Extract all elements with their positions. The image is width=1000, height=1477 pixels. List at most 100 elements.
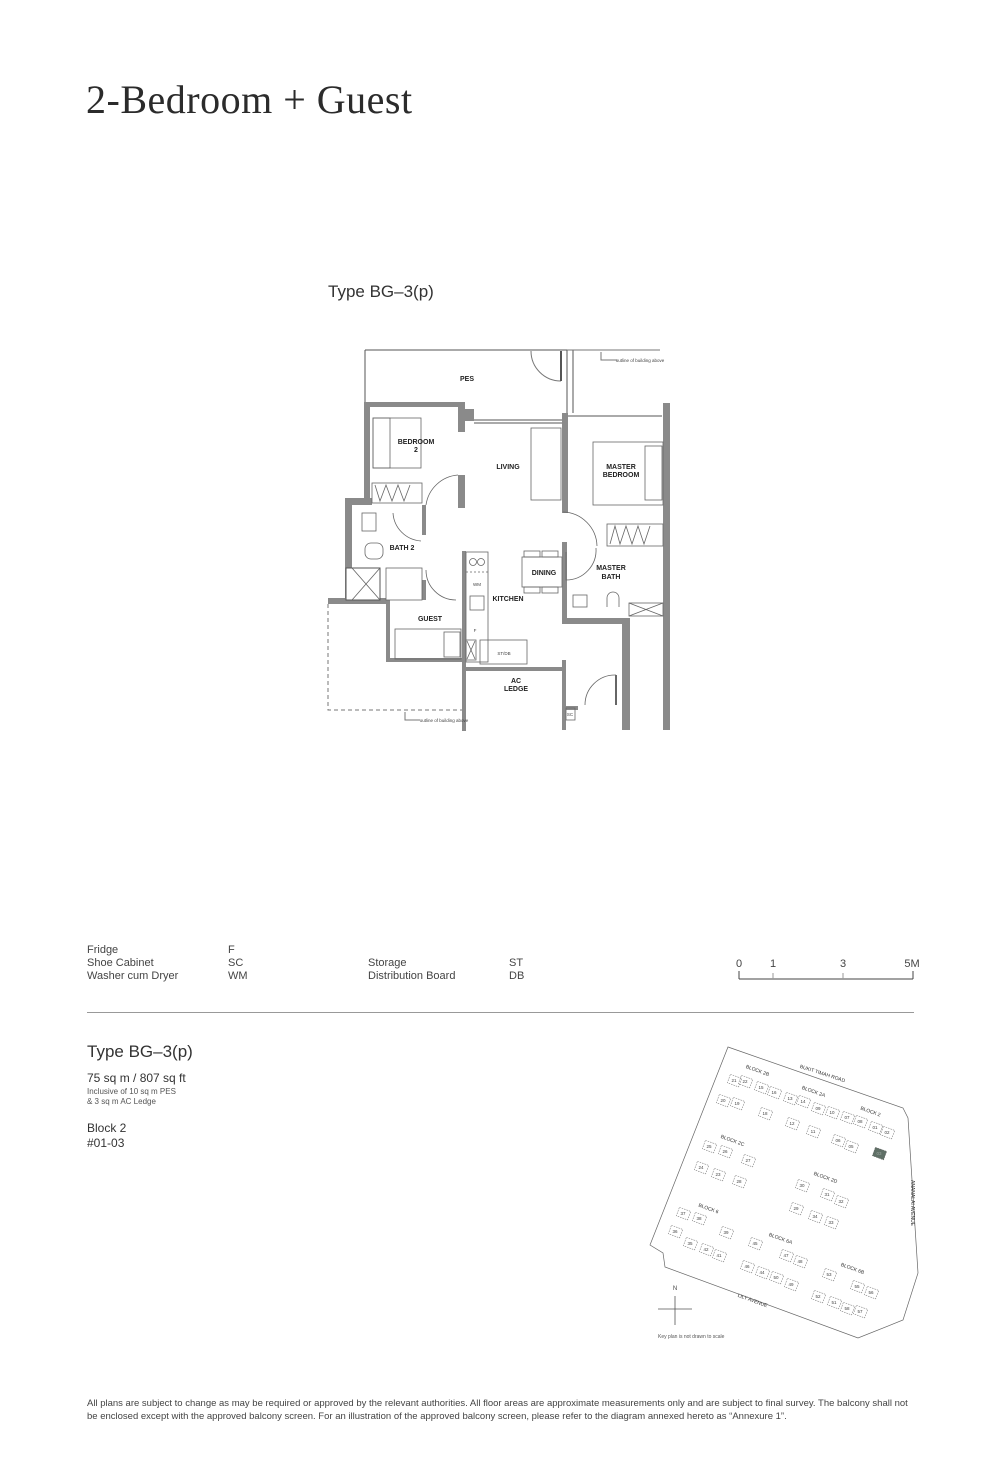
unit-outline bbox=[683, 1236, 699, 1251]
unit-number-label: 36 bbox=[672, 1229, 678, 1234]
unit-number-label: 35 bbox=[687, 1241, 693, 1246]
unit-location: Block 2 #01-03 bbox=[87, 1121, 126, 1151]
unit-number-label: 13 bbox=[787, 1096, 793, 1101]
legend-item: Washer cum Dryer bbox=[87, 970, 179, 982]
unit-outline bbox=[755, 1265, 771, 1280]
unit-outline bbox=[850, 1279, 866, 1294]
unit-number-label: 09 bbox=[815, 1106, 821, 1111]
unit-number: #01-03 bbox=[87, 1136, 125, 1150]
unit-number-label: 19 bbox=[734, 1101, 740, 1106]
building-above-dashed bbox=[327, 604, 465, 711]
disclaimer: All plans are subject to change as may b… bbox=[87, 1398, 908, 1422]
unit-outline bbox=[868, 1120, 884, 1135]
unit-number-label: 52 bbox=[815, 1294, 821, 1299]
note-building-above: outline of building above bbox=[616, 358, 665, 363]
unit-number-label: 55 bbox=[854, 1284, 860, 1289]
unit-number-label: 27 bbox=[745, 1158, 751, 1163]
unit-outline bbox=[692, 1211, 708, 1226]
legend-col2-codes: ST DB bbox=[509, 957, 524, 983]
unit-outline bbox=[820, 1187, 836, 1202]
unit-number-label: 32 bbox=[838, 1199, 844, 1204]
unit-number-label: 44 bbox=[759, 1270, 765, 1275]
unit-number-label: 12 bbox=[789, 1121, 795, 1126]
unit-number-label: 28 bbox=[736, 1179, 742, 1184]
legend-code: DB bbox=[509, 970, 525, 982]
wm-label: WM bbox=[473, 582, 481, 587]
scale-label-5: 5M bbox=[904, 958, 919, 970]
legend-item: Fridge bbox=[87, 944, 119, 956]
stdb-label: ST/DB bbox=[497, 651, 510, 656]
unit-number-label: 11 bbox=[811, 1129, 816, 1134]
room-label-guest: GUEST bbox=[418, 616, 443, 623]
unit-outline bbox=[793, 1254, 809, 1269]
unit-number-label: 15 bbox=[758, 1085, 764, 1090]
scale-label-0: 0 bbox=[736, 958, 742, 970]
unit-outline bbox=[699, 1242, 715, 1257]
unit-type: Type BG–3(p) bbox=[87, 1042, 193, 1061]
unit-number-label: 53 bbox=[826, 1272, 832, 1277]
unit-number-label: 38 bbox=[696, 1216, 702, 1221]
unit-outline bbox=[758, 1106, 774, 1121]
unit-outline bbox=[796, 1094, 812, 1109]
room-label-living: LIVING bbox=[496, 464, 520, 471]
unit-number-label: 08 bbox=[857, 1119, 863, 1124]
unit-outline bbox=[783, 1091, 799, 1106]
note-building-above-2: outline of building above bbox=[420, 718, 469, 723]
unit-outline bbox=[767, 1085, 783, 1100]
unit-outline bbox=[806, 1124, 822, 1139]
unit-outline bbox=[785, 1116, 801, 1131]
unit-outline bbox=[730, 1096, 746, 1111]
legend-item: Distribution Board bbox=[368, 970, 456, 982]
scale-label-3: 3 bbox=[840, 958, 846, 970]
unit-outline bbox=[784, 1277, 800, 1292]
unit-number-label: 46 bbox=[744, 1264, 750, 1269]
unit-outline bbox=[668, 1224, 684, 1239]
unit-outline bbox=[740, 1259, 756, 1274]
block-label: BLOCK 2C bbox=[720, 1134, 746, 1148]
pes-door bbox=[530, 350, 562, 382]
unit-outline bbox=[795, 1178, 811, 1193]
unit-outline bbox=[840, 1110, 856, 1125]
unit-number-label: 37 bbox=[680, 1211, 686, 1216]
room-label-ac-ledge: AC bbox=[511, 678, 521, 685]
floor-plan: PES BEDROOM 2 LIVING MASTER BEDROOM BATH… bbox=[327, 349, 670, 731]
unit-outline bbox=[811, 1101, 827, 1116]
block-label: BLOCK 6 bbox=[697, 1203, 719, 1216]
sc-label: SC bbox=[567, 712, 574, 717]
room-label-master-bath: MASTER bbox=[596, 565, 626, 572]
unit-outline bbox=[727, 1073, 743, 1088]
legend-item: Storage bbox=[368, 957, 407, 969]
unit-outline bbox=[694, 1160, 710, 1175]
unit-outline bbox=[712, 1248, 728, 1263]
unit-outline bbox=[754, 1080, 770, 1095]
room-label-pes: PES bbox=[460, 376, 474, 383]
unit-number-label: 29 bbox=[793, 1206, 799, 1211]
unit-number-label: 24 bbox=[698, 1165, 704, 1170]
key-plan-caption: Key plan is not drawn to scale bbox=[658, 1334, 725, 1340]
unit-outline bbox=[840, 1301, 856, 1316]
unit-number-label: 03 bbox=[876, 1151, 882, 1156]
unit-outline bbox=[732, 1174, 748, 1189]
unit-outline bbox=[769, 1270, 785, 1285]
unit-number-label: 42 bbox=[703, 1247, 709, 1252]
road-label: LILY AVENUE bbox=[737, 1293, 769, 1310]
unit-outline bbox=[719, 1225, 735, 1240]
room-label-master-bedroom-2: BEDROOM bbox=[603, 472, 640, 479]
unit-number-label: 51 bbox=[831, 1300, 837, 1305]
unit-outline bbox=[831, 1133, 847, 1148]
room-label-bath2: BATH 2 bbox=[390, 545, 415, 552]
unit-number-label: 57 bbox=[857, 1309, 863, 1314]
unit-number-label: 25 bbox=[706, 1144, 712, 1149]
unit-outline bbox=[779, 1248, 795, 1263]
block-label: BLOCK 6B bbox=[840, 1262, 866, 1276]
unit-number-label: 26 bbox=[722, 1149, 728, 1154]
unit-number-label: 45 bbox=[752, 1241, 758, 1246]
site-boundary bbox=[649, 1046, 919, 1339]
legend-code: ST bbox=[509, 957, 524, 969]
unit-number-label: 21 bbox=[731, 1078, 737, 1083]
unit-outline bbox=[834, 1194, 850, 1209]
room-label-ac-ledge-2: LEDGE bbox=[504, 686, 528, 693]
unit-outline bbox=[748, 1236, 764, 1251]
unit-number-label: 58 bbox=[844, 1306, 850, 1311]
legend-col2-names: Storage Distribution Board bbox=[368, 957, 455, 983]
